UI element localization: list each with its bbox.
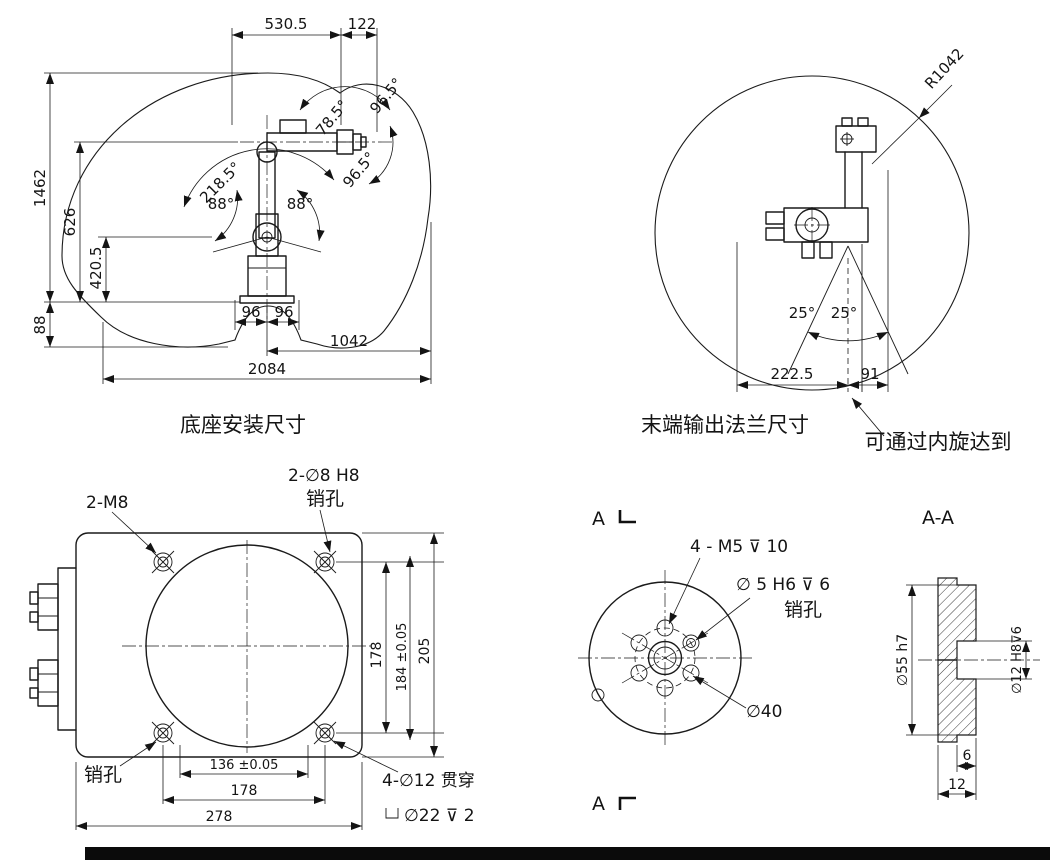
section-upper-half (937, 577, 977, 661)
dim-1042: 1042 (330, 332, 368, 350)
section-cut-marks: A A (592, 508, 636, 815)
base-plate-bottom-dimensions: 136 ±0.05 178 278 (75, 745, 363, 830)
side-top-dimensions: 530.5 122 (231, 15, 378, 132)
section-dimensions: ∅55 h7 ∅12 H8⊽6 6 12 (895, 584, 1032, 800)
dim-420-5: 420.5 (87, 247, 105, 290)
angle-96-5-top: 96.5° (366, 74, 406, 117)
dim-6: 6 (963, 748, 972, 764)
reach-circle (654, 75, 970, 391)
dim-626: 626 (61, 208, 79, 237)
dim-122: 122 (348, 15, 377, 33)
dim-178-h: 178 (231, 783, 258, 799)
dim-1462: 1462 (31, 169, 49, 207)
side-connectors (29, 567, 77, 731)
dim-d12: ∅12 H8⊽6 (1010, 626, 1025, 694)
inner-rotation-note: 可通过内旋达到 (851, 397, 1012, 454)
flange-notch (591, 688, 605, 702)
dim-88: 88 (31, 315, 49, 334)
section-aa-view: A-A ∅55 h7 ∅12 H8⊽6 6 12 (895, 507, 1040, 800)
label-d5: ∅ 5 H6 ⊽ 6 (736, 575, 830, 595)
note-text: 可通过内旋达到 (865, 430, 1012, 454)
section-lower-half (937, 659, 977, 743)
angle-25-left: 25° (789, 304, 816, 322)
angle-88-right: 88° (287, 195, 314, 213)
section-caption: A-A (922, 507, 954, 529)
dim-205: 205 (417, 638, 433, 665)
dim-178-v: 178 (369, 642, 385, 669)
side-view-caption: 底座安装尺寸 (180, 413, 306, 437)
dim-d55: ∅55 h7 (895, 634, 911, 686)
label-pin: 销孔 (784, 599, 822, 621)
dim-136: 136 ±0.05 (210, 758, 279, 773)
base-plate-labels: 2-M8 2-∅8 H8 销孔 销孔 4-∅12 贯穿 ∅22 ⊽ 2 (84, 466, 475, 826)
side-bottom-dimensions: 96 96 1042 2084 (102, 222, 432, 384)
flange-labels: 4 - M5 ⊽ 10 ∅ 5 H6 ⊽ 6 销孔 ∅40 (668, 537, 830, 722)
side-angle-arcs (183, 86, 398, 253)
label-d40: ∅40 (746, 702, 782, 722)
label-pin-bottom: 销孔 (84, 764, 122, 786)
section-mark-a-top: A (592, 508, 605, 530)
radius-leader: R1042 (871, 45, 968, 165)
dim-184: 184 ±0.05 (395, 623, 410, 692)
side-left-dimensions: 1462 626 420.5 88 (31, 72, 258, 348)
flange-face-view: 4 - M5 ⊽ 10 ∅ 5 H6 ⊽ 6 销孔 ∅40 A A (578, 508, 830, 815)
angle-88-left: 88° (208, 195, 235, 213)
dim-530-5: 530.5 (265, 15, 308, 33)
counterbore-symbol (385, 808, 399, 819)
robot-arm-top-silhouette (765, 117, 877, 259)
side-angle-labels: 96.5° 78.5° 218.5° 88° 88° 96.5° (196, 74, 406, 213)
corner-holes (151, 550, 337, 745)
label-pin-top: 销孔 (306, 488, 344, 510)
dim-91: 91 (860, 365, 879, 383)
dim-r1042: R1042 (921, 45, 967, 93)
dim-2084: 2084 (248, 360, 286, 378)
base-plate-outline (75, 532, 363, 758)
label-2-d8: 2-∅8 H8 (288, 466, 360, 486)
label-d22: ∅22 ⊽ 2 (404, 806, 475, 826)
dim-96-right: 96 (274, 303, 293, 321)
dim-278: 278 (206, 809, 233, 825)
label-4-d12: 4-∅12 贯穿 (382, 771, 475, 791)
rotation-wedge: 25° 25° (787, 244, 909, 392)
section-mark-a-bottom: A (592, 793, 605, 815)
top-envelope-view: 25° 25° R1042 222.5 91 末端输出法兰尺寸 可通过内旋达到 (641, 45, 1012, 454)
bottom-bar (85, 847, 1050, 860)
dim-12: 12 (948, 777, 966, 793)
dim-222-5: 222.5 (771, 365, 814, 383)
robot-arm-side-silhouette (239, 115, 392, 320)
top-view-caption: 末端输出法兰尺寸 (641, 413, 809, 437)
dim-96-left: 96 (241, 303, 260, 321)
label-4-m5: 4 - M5 ⊽ 10 (690, 537, 788, 557)
angle-25-right: 25° (831, 304, 858, 322)
label-2-m8: 2-M8 (86, 493, 128, 513)
top-view-dimensions: 222.5 91 (736, 170, 889, 392)
base-plate-view: 2-M8 2-∅8 H8 销孔 销孔 4-∅12 贯穿 ∅22 ⊽ 2 178 … (29, 466, 475, 830)
flange-bolt-holes (630, 619, 700, 697)
base-plate-right-dimensions: 178 184 ±0.05 205 (336, 532, 444, 758)
side-envelope-view: 530.5 122 1462 626 420.5 88 96.5° 78.5° … (31, 15, 432, 437)
angle-96-5-bottom: 96.5° (339, 148, 379, 191)
